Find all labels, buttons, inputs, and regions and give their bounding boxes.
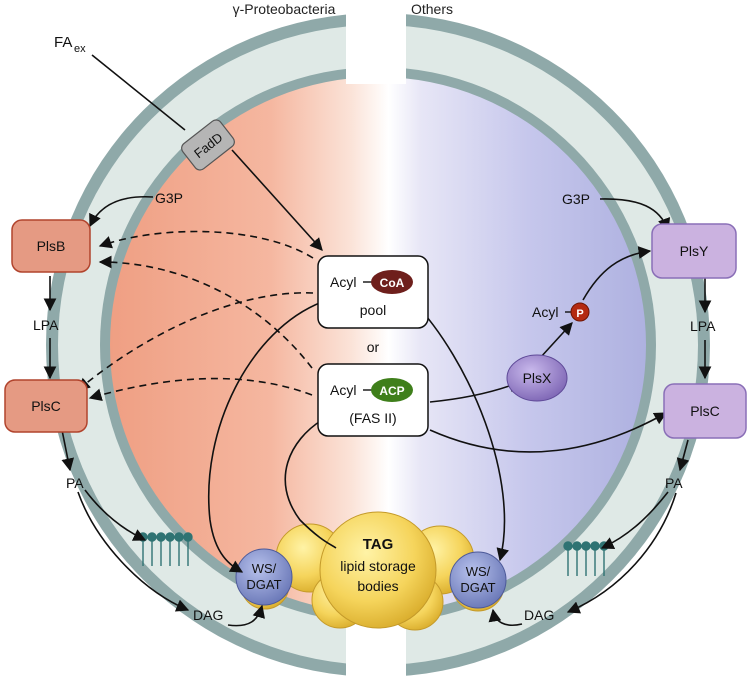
plsc-right-enzyme: PlsC [663, 383, 747, 439]
dashed-acylacp-to-plsc [88, 377, 313, 401]
plsc-right-label: PlsC [690, 403, 720, 419]
plsc-left-label: PlsC [31, 398, 61, 414]
arrow-acylp-to-plsy [582, 246, 652, 301]
arrow-pa-to-dag-left [77, 491, 190, 612]
fa-ex-label: FA ex [54, 34, 86, 55]
cell-envelope [46, 0, 710, 686]
arrow-fadd-to-acylcoa [231, 149, 323, 251]
plsb-enzyme: PlsB [11, 219, 91, 273]
arrow-plsc-to-pa [61, 429, 75, 472]
arrow-acylcoa-to-wsdgat-left [208, 301, 323, 573]
wsdgat-right-line2: DGAT [460, 580, 495, 595]
wsdgat-left-line2: DGAT [246, 577, 281, 592]
wsdgat-left: WS/ DGAT [235, 548, 293, 606]
dashed-acylcoa-to-plsc [77, 292, 314, 391]
arrow-faex-to-fadd [91, 54, 186, 131]
arrow-g3p-to-plsb [89, 195, 154, 228]
arrow-acylacp-to-tag [284, 419, 337, 549]
acylp-tag: P [576, 308, 583, 320]
acyl-coa-prefix: Acyl [330, 274, 356, 290]
plsb-box [11, 219, 91, 273]
plsc-left-box [4, 379, 88, 433]
pathway-arrows [43, 54, 712, 627]
fadd-box [181, 119, 235, 171]
lipid-droplet-main [319, 511, 437, 629]
arrow-pa-to-lipid-left [84, 489, 147, 541]
g3p-left-label: G3P [155, 190, 183, 206]
acp-badge [371, 378, 413, 402]
coa-badge [371, 270, 413, 294]
plsy-box [651, 223, 737, 279]
plsc-left-enzyme: PlsC [4, 379, 88, 433]
lpa-right-label: LPA [690, 318, 716, 334]
wsdgat-left-line1: WS/ [252, 561, 277, 576]
phosphate-badge [570, 302, 590, 322]
wsdgat-right: WS/ DGAT [449, 551, 507, 609]
fadd-enzyme: FadD [181, 119, 235, 171]
arrow-plsc-to-pa-right [676, 439, 690, 472]
tag-line2: bodies [357, 578, 398, 594]
fa-ex-main: FA [54, 34, 72, 51]
plsy-label: PlsY [680, 243, 709, 259]
cytoplasm [110, 77, 646, 613]
phospholipid-left-icon [138, 532, 193, 566]
acyl-acp-prefix: Acyl [330, 382, 356, 398]
acyl-phosphate: Acyl P [532, 302, 590, 322]
acyl-acp-tag: ACP [379, 384, 404, 398]
pa-left-label: PA [66, 475, 84, 491]
arrow-dag-to-wsdgat-left [227, 604, 265, 627]
arrow-dag-to-wsdgat-right [488, 608, 523, 626]
arrow-pa-to-lipid-right [600, 491, 669, 549]
header-others: Others [411, 1, 453, 17]
acylp-prefix: Acyl [532, 304, 558, 320]
phospholipid-right-icon [563, 541, 609, 576]
plsb-label: PlsB [37, 238, 66, 254]
acyl-acp-caption: (FAS II) [349, 410, 396, 426]
arrow-acylacp-to-plsc-right [429, 412, 668, 453]
top-divider-gap [346, 0, 406, 84]
arrow-acylcoa-to-wsdgat-right [411, 299, 509, 562]
wsdgat-right-line1: WS/ [466, 564, 491, 579]
g3p-right-label: G3P [562, 191, 590, 207]
dashed-acylacp-to-plsb [98, 255, 313, 369]
acyl-coa-caption: pool [360, 302, 386, 318]
dashed-arrows [77, 230, 314, 401]
plsx-label: PlsX [523, 370, 552, 386]
dag-left-label: DAG [193, 607, 223, 623]
dashed-acylcoa-to-plsb [98, 230, 314, 259]
acyl-acp-pool: Acyl ACP (FAS II) [317, 363, 429, 437]
plsy-enzyme: PlsY [651, 223, 737, 279]
plsc-right-box [663, 383, 747, 439]
tag-title: TAG [363, 536, 394, 553]
pa-right-label: PA [665, 475, 683, 491]
dag-right-label: DAG [524, 607, 554, 623]
arrow-plsx-to-acylp [539, 322, 573, 359]
plsx-body [506, 354, 568, 402]
plsx-enzyme: PlsX [506, 354, 568, 402]
lpa-left-label: LPA [33, 317, 59, 333]
tag-line1: lipid storage [340, 558, 416, 574]
header-gamma-proteobacteria: γ-Proteobacteria [233, 1, 336, 17]
acyl-coa-tag: CoA [380, 276, 405, 290]
acyl-coa-pool: Acyl CoA pool [317, 255, 429, 329]
or-label: or [367, 339, 380, 355]
arrow-pa-to-dag-right [566, 492, 677, 614]
fa-ex-sub: ex [74, 43, 86, 55]
wsdgat-right-body [449, 551, 507, 609]
